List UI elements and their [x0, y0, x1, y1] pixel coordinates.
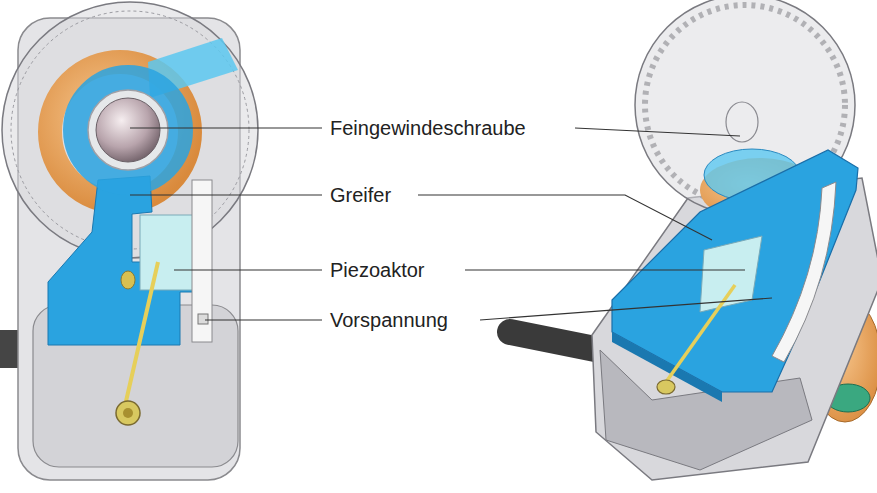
orange-ring	[50, 62, 190, 202]
leader-line	[130, 194, 322, 195]
preload-pin	[198, 314, 208, 324]
terminal-hole	[123, 408, 133, 418]
screw-seat	[88, 90, 168, 170]
front-view	[0, 2, 258, 480]
part-label: Piezoaktor	[328, 258, 427, 282]
leader-line	[418, 195, 712, 240]
leader-line	[575, 128, 740, 136]
terminal	[116, 401, 140, 425]
wire	[666, 285, 735, 382]
perspective-view	[510, 0, 877, 480]
part-label: Vorspannung	[328, 308, 450, 332]
fine-thread-screw	[96, 98, 160, 162]
preload-spring	[772, 182, 836, 362]
terminal	[657, 380, 675, 394]
leader-line	[174, 269, 322, 270]
leader-line	[205, 319, 322, 320]
gripper-body	[48, 176, 195, 345]
gripper-ring	[78, 80, 178, 180]
pin	[121, 271, 135, 289]
gripper-edge	[612, 332, 722, 402]
part-label: Greifer	[328, 183, 393, 207]
leader-line	[480, 298, 772, 320]
part-label: Feingewindeschraube	[328, 116, 528, 140]
leader-line	[130, 127, 322, 128]
preload-spring	[192, 180, 212, 342]
piezo-actuator	[140, 215, 195, 290]
leader-line	[465, 269, 745, 270]
